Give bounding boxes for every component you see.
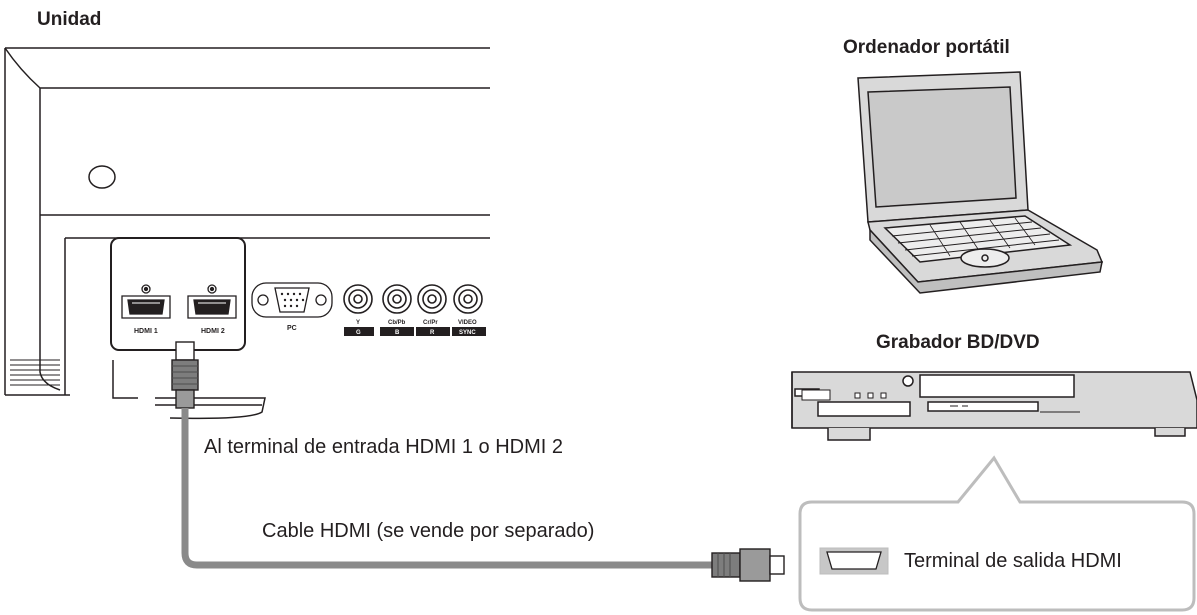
- hdmi1-port-label: HDMI 1: [134, 328, 158, 335]
- hdmi2-port-label: HDMI 2: [201, 328, 225, 335]
- pc-port: [251, 282, 333, 318]
- hdmi-highlight-box: [110, 237, 246, 351]
- video-port-label: VIDEO: [458, 320, 477, 326]
- vent-grill: [10, 359, 60, 386]
- projector-unit: [4, 47, 490, 420]
- y-port-label: Y: [356, 320, 360, 326]
- hdmi-output-terminal-icon: [819, 547, 889, 575]
- callout-bubble: [798, 455, 1196, 612]
- b-port-label: B: [395, 330, 400, 336]
- rca-jacks: [343, 284, 483, 314]
- hdmi1-port: [121, 284, 171, 319]
- hdmi-plug-device: [711, 548, 785, 582]
- recorder-illustration: [791, 371, 1197, 441]
- r-port-label: R: [430, 330, 435, 336]
- sync-port-label: SYNC: [459, 330, 476, 336]
- output-terminal-label: Terminal de salida HDMI: [904, 550, 1122, 572]
- hdmi-plug-unit: [171, 341, 199, 409]
- pc-port-label: PC: [287, 325, 297, 332]
- laptop-illustration: [857, 71, 1104, 294]
- recorder-label: Grabador BD/DVD: [876, 332, 1040, 353]
- g-port-label: G: [356, 330, 361, 336]
- cb-port-label: Cb/Pb: [388, 320, 406, 326]
- unit-label: Unidad: [37, 9, 102, 30]
- rca-label-bars: [344, 327, 486, 336]
- hdmi2-port: [187, 284, 237, 319]
- screw-hole: [88, 165, 116, 189]
- cr-port-label: Cr/Pr: [423, 320, 438, 326]
- hdmi-cable: [181, 408, 712, 569]
- cable-label: Cable HDMI (se vende por separado): [262, 520, 595, 542]
- input-terminal-label: Al terminal de entrada HDMI 1 o HDMI 2: [204, 436, 564, 458]
- laptop-label: Ordenador portátil: [843, 37, 1010, 58]
